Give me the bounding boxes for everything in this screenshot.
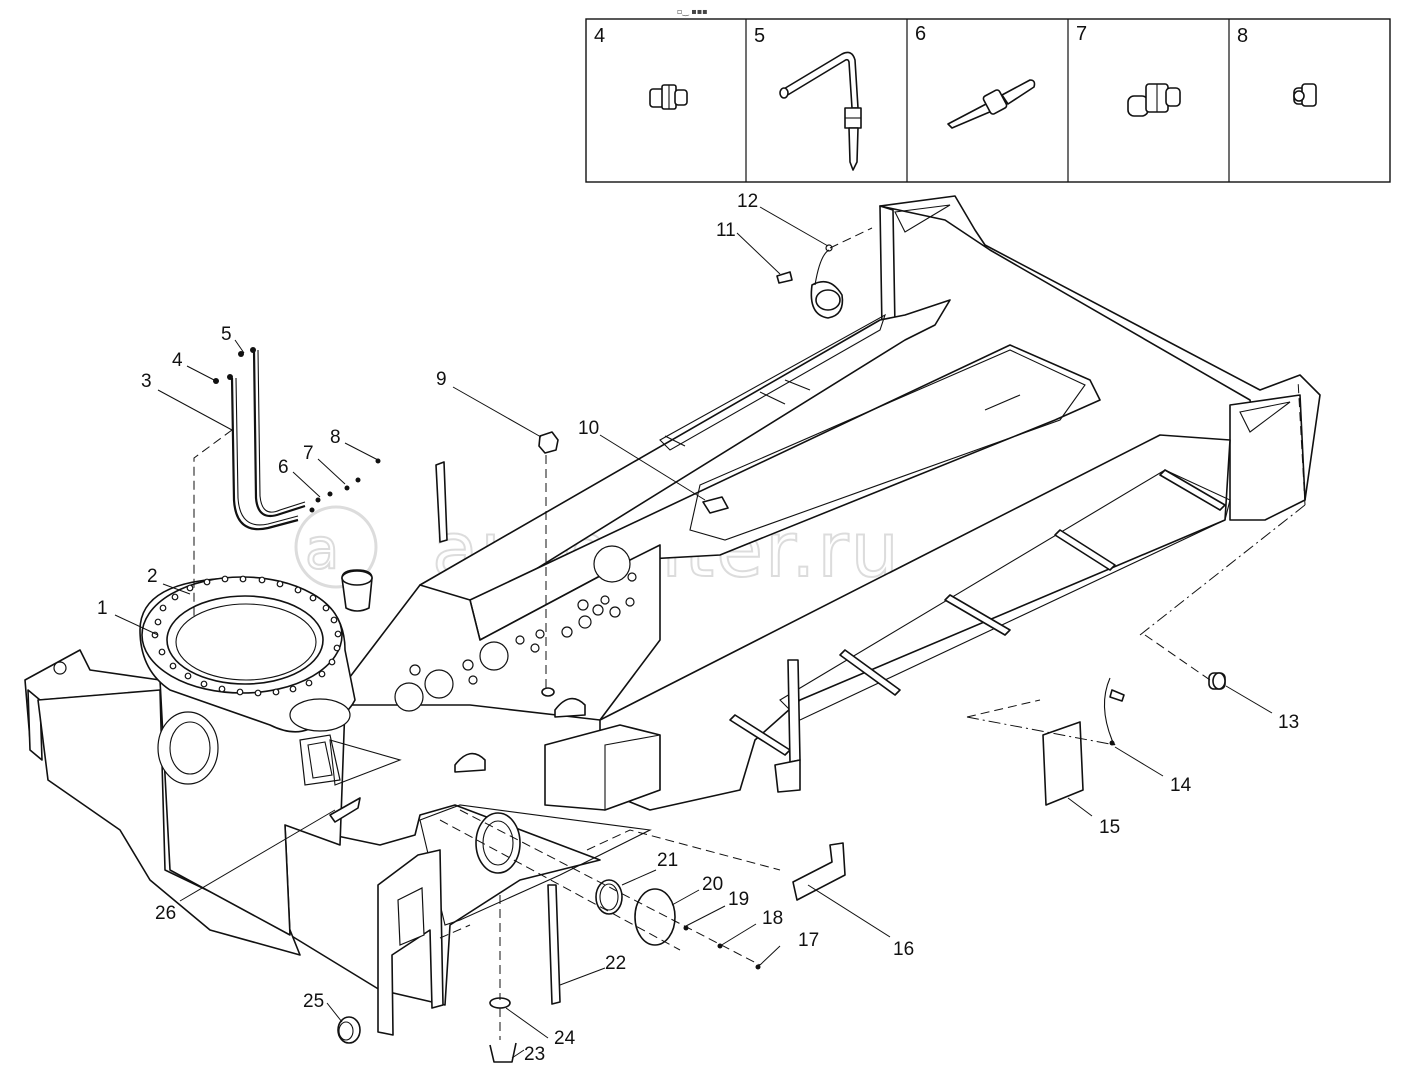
callout-14: 14 <box>1170 775 1192 796</box>
callout-10: 10 <box>578 418 599 439</box>
small-parts <box>213 244 1226 1063</box>
callout-2: 2 <box>147 566 158 587</box>
svg-text:a: a <box>305 517 341 582</box>
legend-cell-4: 4 <box>594 25 688 110</box>
callout-22: 22 <box>605 953 626 974</box>
callout-18: 18 <box>762 908 783 929</box>
callout-1: 1 <box>97 598 108 619</box>
callout-20: 20 <box>702 874 723 895</box>
assembly-lines <box>193 227 1306 1040</box>
legend-cell-6: 6 <box>915 23 1036 129</box>
elbow-grease-pipe-icon <box>779 51 862 171</box>
legend-table: 4 5 6 <box>585 18 1391 183</box>
callout-7: 7 <box>303 443 314 464</box>
legend-number: 5 <box>754 25 765 47</box>
callout-4: 4 <box>172 350 183 371</box>
callout-19: 19 <box>728 889 749 910</box>
grease-pipe-lines <box>230 349 306 531</box>
callout-labels: 1 2 3 4 5 6 7 8 9 10 11 12 13 14 15 16 1… <box>97 191 1299 1065</box>
side-plate-holes <box>394 545 637 712</box>
legend-number: 4 <box>594 25 605 47</box>
callout-12: 12 <box>737 191 758 212</box>
callout-23: 23 <box>524 1044 545 1065</box>
callout-8: 8 <box>330 427 341 448</box>
legend-number: 7 <box>1076 23 1087 45</box>
callout-16: 16 <box>893 939 914 960</box>
callout-17: 17 <box>798 930 819 951</box>
leader-lines <box>114 206 1273 1059</box>
legend-number: 8 <box>1237 25 1248 47</box>
frame-assembly <box>24 195 1321 1036</box>
callout-6: 6 <box>278 457 289 478</box>
top-mark: ▫‿ ▪▪▪ <box>677 7 708 16</box>
callout-15: 15 <box>1099 817 1120 838</box>
crossbars <box>729 469 1226 756</box>
straight-fitting-icon <box>649 84 688 110</box>
legend-number: 6 <box>915 23 926 45</box>
callout-26: 26 <box>155 903 176 924</box>
callout-9: 9 <box>436 369 447 390</box>
nozzle-fitting-icon <box>947 79 1036 129</box>
callout-25: 25 <box>303 991 324 1012</box>
grease-nipple-icon <box>1293 83 1317 107</box>
ring-flange <box>139 575 356 733</box>
callout-5: 5 <box>221 324 232 345</box>
legend-cell-8: 8 <box>1237 25 1317 107</box>
callout-13: 13 <box>1278 712 1299 733</box>
callout-3: 3 <box>141 371 152 392</box>
flange-bolt-holes <box>151 575 342 697</box>
legend-cell-5: 5 <box>754 25 862 171</box>
callout-21: 21 <box>657 850 678 871</box>
adapter-fitting-icon <box>1127 83 1181 117</box>
callout-24: 24 <box>554 1028 576 1049</box>
callout-11: 11 <box>716 220 736 241</box>
legend-cell-7: 7 <box>1076 23 1181 117</box>
